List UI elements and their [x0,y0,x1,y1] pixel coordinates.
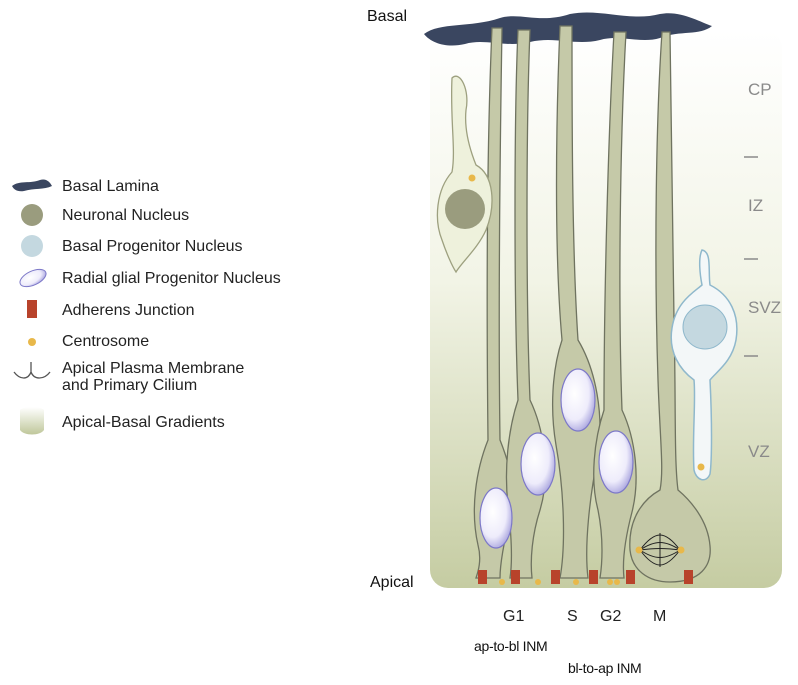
phase-label-g2: G2 [600,608,621,626]
legend-label: Radial glial Progenitor Nucleus [62,270,281,287]
legend-label: Apical-Basal Gradients [62,414,225,431]
radial-glial-nucleus-1 [480,488,512,548]
legend-label: Basal Lamina [62,178,159,195]
radial-glial-nucleus-4 [599,431,633,493]
spindle-centrosome-right [678,547,685,554]
legend-item-adherens-junction: Adherens Junction [8,298,195,322]
legend-item-basal-lamina: Basal Lamina [8,174,159,198]
neuronal-nucleus [445,189,485,229]
apical-label: Apical [370,574,414,592]
legend-item-neuronal-nucleus: Neuronal Nucleus [8,203,189,227]
neuron-centrosome [469,175,476,182]
legend-item-basal-progenitor-nucleus: Basal Progenitor Nucleus [8,234,243,258]
zone-label-cp: CP [748,80,772,100]
legend-label: Centrosome [62,333,149,350]
basal-label: Basal [367,8,407,26]
legend-item-radial-glial-nucleus: Radial glial Progenitor Nucleus [8,266,281,290]
phase-label-g1: G1 [503,608,524,626]
legend-item-gradient: Apical-Basal Gradients [8,410,225,434]
zone-label-svz: SVZ [748,298,781,318]
zone-label-vz: VZ [748,442,770,462]
phase-label-s: S [567,608,578,626]
legend-label: Neuronal Nucleus [62,207,189,224]
legend-item-centrosome: Centrosome [8,329,149,353]
phase-label-m: M [653,608,666,626]
legend-label: Basal Progenitor Nucleus [62,238,243,255]
inm-label-ap-to-bl: ap-to-bl INM [474,638,547,654]
legend-label: Adherens Junction [62,302,195,319]
zone-label-iz: IZ [748,196,763,216]
legend-item-apical-membrane: Apical Plasma Membrane and Primary Ciliu… [8,360,244,396]
basal-progenitor-nucleus [683,305,727,349]
radial-glial-nucleus-3 [561,369,595,431]
legend-label-line2: and Primary Cilium [62,377,244,394]
spindle-centrosome-left [636,547,643,554]
inm-label-bl-to-ap: bl-to-ap INM [568,660,641,676]
basal-progenitor-centrosome [698,464,705,471]
radial-glial-nucleus-2 [521,433,555,495]
legend-label: Apical Plasma Membrane [62,360,244,377]
